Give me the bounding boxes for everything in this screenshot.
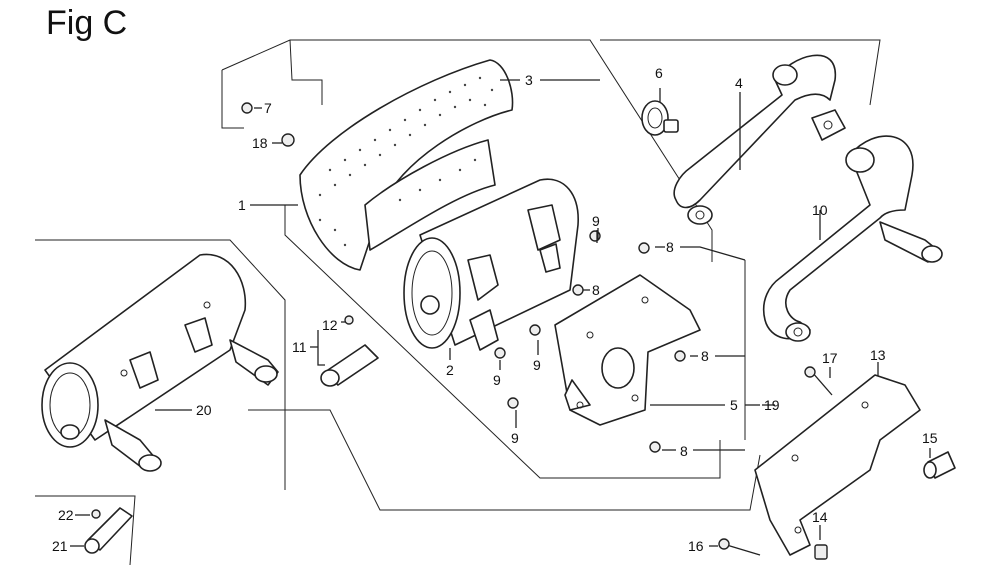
callout-19: 19 <box>764 397 780 413</box>
callout-21: 21 <box>52 538 68 554</box>
callout-16: 16 <box>688 538 704 554</box>
callout-3: 3 <box>525 72 533 88</box>
pipe-clamp <box>641 100 679 136</box>
callout-labels: 1 2 3 4 5 6 7 8 8 8 8 9 9 9 9 10 11 12 1… <box>52 65 938 554</box>
mounting-bracket <box>554 274 701 426</box>
flex-pipe <box>320 344 379 387</box>
callout-8-d: 8 <box>680 443 688 459</box>
figure-title: Fig C <box>46 4 128 42</box>
muffler-body-upper <box>403 178 579 351</box>
callout-8-a: 8 <box>666 239 674 255</box>
callout-15: 15 <box>922 430 938 446</box>
callout-9-c: 9 <box>533 357 541 373</box>
callout-13: 13 <box>870 347 886 363</box>
heat-shield <box>299 59 514 271</box>
callout-10: 10 <box>812 202 828 218</box>
callout-18: 18 <box>252 135 268 151</box>
callout-6: 6 <box>655 65 663 81</box>
muffler-large <box>41 253 279 472</box>
callout-5: 5 <box>730 397 738 413</box>
callout-14: 14 <box>812 509 828 525</box>
callout-9-a: 9 <box>592 213 600 229</box>
callout-11: 11 <box>292 339 307 355</box>
group-boundary-lines <box>35 39 881 566</box>
callout-17: 17 <box>822 350 838 366</box>
exhaust-pipe-lower <box>762 135 943 342</box>
callout-20: 20 <box>196 402 212 418</box>
callout-2: 2 <box>446 362 454 378</box>
heat-guard-plate <box>754 374 921 556</box>
exhaust-pipe-upper <box>673 54 846 225</box>
callout-12: 12 <box>322 317 338 333</box>
callout-9-b: 9 <box>493 372 501 388</box>
callout-8-c: 8 <box>701 348 709 364</box>
callout-9-d: 9 <box>511 430 519 446</box>
callout-4: 4 <box>735 75 743 91</box>
callout-8-b: 8 <box>592 282 600 298</box>
small-parts <box>84 366 956 560</box>
leader-lines <box>70 79 931 547</box>
callout-1: 1 <box>238 197 246 213</box>
callout-7: 7 <box>264 100 272 116</box>
callout-22: 22 <box>58 507 74 523</box>
